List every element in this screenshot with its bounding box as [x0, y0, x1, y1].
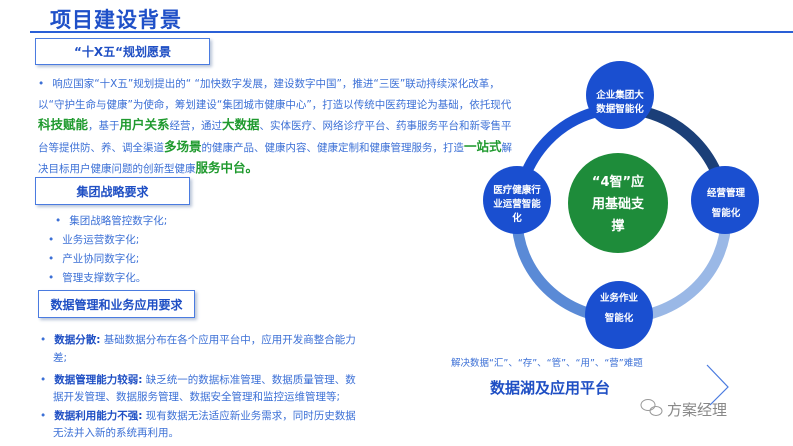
section-heading-vision: “十X五“规划愿景 — [35, 38, 210, 65]
paragraph-text: 响应国家“十X五”规划提出的“ “加快数字发展，建设数字中国”，推进“三医”联动… — [38, 78, 512, 111]
data-item-cont: 据开发管理、数据服务管理、数据安全管理和监控运维管理等; — [53, 391, 341, 403]
center-circle — [568, 153, 668, 253]
section-heading-strategy: 集团战略要求 — [35, 177, 190, 205]
data-item-cont: 差; — [53, 352, 68, 364]
data-item-cont: 无法并入新的系统再利用。 — [53, 427, 179, 439]
paragraph-text: 、实体医疗、网络诊疗平台、药事服务平台和新零售平台等提供防、养、调全渠道 — [38, 120, 512, 154]
highlight-keyword: 科技赋能 — [38, 117, 89, 132]
node-left — [483, 166, 551, 234]
paragraph-text: 解决目标用户健康问题的创新型健康 — [38, 141, 513, 176]
diagram-caption: 解决数据“汇”、“存”、“管”、“用”、“营”难题 — [451, 357, 643, 369]
node-left-label: 医疗健康行业运营智能化 — [493, 184, 541, 224]
node-top — [586, 61, 654, 129]
chevron-right-icon — [706, 364, 729, 406]
page-title: 项目建设背景 — [50, 8, 182, 32]
paragraph-text: 经营，通过 — [169, 120, 223, 132]
watermark: 方案经理 — [667, 401, 727, 419]
node-right-label: 经营管理智能化 — [707, 187, 746, 219]
wechat-icon — [640, 399, 663, 416]
title-divider — [30, 31, 793, 33]
strategy-item: •业务运营数字化; — [48, 234, 140, 246]
data-item: •数据分散: 基础数据分布在各个应用平台中，应用开发商整合能力 — [40, 334, 356, 346]
highlight-keyword: 一站式 — [464, 138, 502, 154]
strategy-item: •管理支撑数字化。 — [48, 272, 147, 284]
platform-title: 数据湖及应用平台 — [490, 379, 610, 397]
node-bottom-label: 业务作业智能化 — [600, 292, 639, 324]
vision-paragraph: •响应国家“十X五”规划提出的“ “加快数字发展，建设数字中国”，推进“三医”联… — [38, 78, 513, 176]
center-label: “4智”应用基础支撑 — [591, 174, 645, 234]
node-top-label: 企业集团大数据智能化 — [595, 89, 644, 115]
highlight-keyword: 服务中台。 — [195, 160, 259, 175]
strategy-item: •产业协同数字化; — [48, 253, 140, 265]
section-heading-data: 数据管理和业务应用要求 — [38, 290, 195, 318]
highlight-keyword: 大数据 — [222, 117, 260, 132]
strategy-item: •集团战略管控数字化; — [55, 215, 168, 227]
paragraph-text: 的健康产品、健康内容、健康定制和健康管理服务，打造 — [201, 141, 465, 154]
highlight-keyword: 用户关系 — [119, 117, 170, 132]
node-right — [691, 166, 759, 234]
node-bottom — [585, 281, 653, 349]
data-item: •数据管理能力较弱: 缺乏统一的数据标准管理、数据质量管理、数 — [40, 374, 356, 386]
data-item: •数据利用能力不强: 现有数据无法适应新业务需求，同时历史数据 — [40, 410, 356, 422]
highlight-keyword: 多场景 — [164, 138, 202, 154]
paragraph-text: ，基于 — [88, 120, 120, 132]
